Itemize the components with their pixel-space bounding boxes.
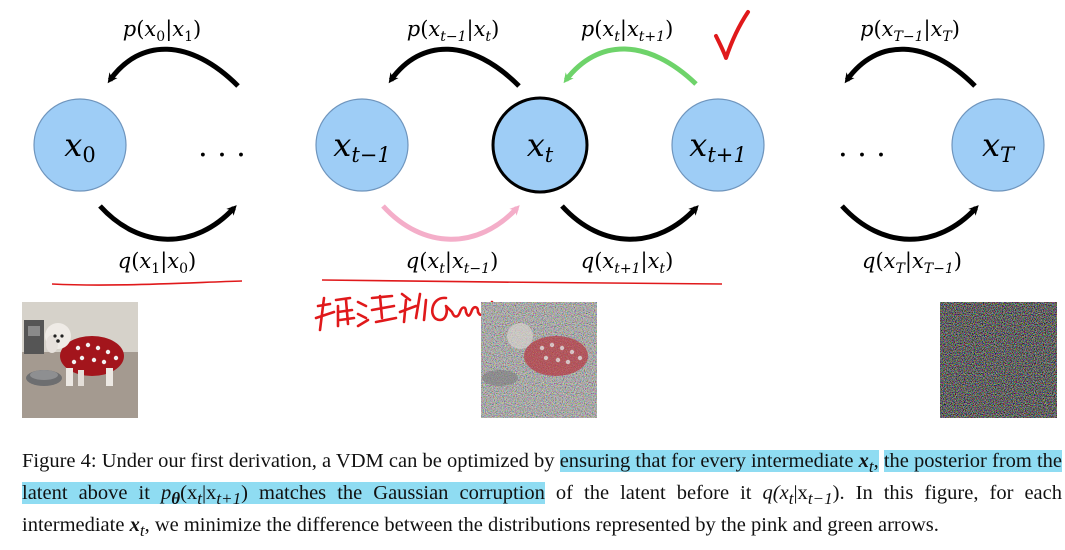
svg-text:xT: xT: [982, 126, 1016, 167]
q-arrow-x0-to-x1: [98, 204, 237, 242]
bottom-label-3: q(xT|xT−1): [862, 249, 962, 277]
caption-prefix: Figure 4: Under our first derivation, a …: [22, 450, 560, 472]
caption-highlight-1: ensuring that for every intermediate xt,: [559, 450, 879, 477]
p-arrow-xt-to-xtm1: [388, 46, 521, 88]
top-label-3: p(xT−1|xT): [860, 17, 960, 45]
p-arrow-x1-to-x0: [107, 46, 240, 88]
node-xtp1: xt+1: [671, 98, 765, 192]
p-arrow-xT-to-xTm1: [844, 46, 977, 88]
top-label-0: p(x0|x1): [123, 17, 201, 45]
clean-dog-image: [22, 302, 138, 418]
svg-text:x0: x0: [64, 126, 95, 167]
ellipsis-right: · · ·: [838, 138, 886, 173]
bottom-label-1: q(xt|xt−1): [406, 249, 499, 277]
vdm-diagram: x0 · · · xt−1 xt xt+1 · · · xT p(x0|x1) …: [22, 10, 1057, 418]
node-xT: xT: [951, 98, 1045, 192]
q-arrow-xt-to-xtp1: [560, 204, 699, 242]
figure-caption: Figure 4: Under our first derivation, a …: [22, 450, 1063, 541]
node-xt: xt: [491, 96, 589, 194]
bottom-label-0: q(x1|x0): [118, 249, 196, 277]
p-arrow-xtp1-to-xt-green: [563, 46, 698, 86]
caption-suffix: In this figure, for each intermediate: [22, 482, 1062, 537]
q-arrow-xTm1-to-xT: [840, 204, 979, 242]
top-label-2: p(xt|xt+1): [581, 17, 674, 45]
noisy-dog-image: [481, 302, 597, 418]
node-xtm1: xt−1: [315, 98, 409, 192]
top-label-1: p(xt−1|xt): [407, 17, 500, 45]
node-x0: x0: [33, 98, 127, 192]
red-checkmark-icon: [714, 10, 750, 60]
svg-text:xt−1: xt−1: [333, 126, 390, 167]
red-underline-middle: [321, 279, 723, 285]
handwritten-note-gaussian: [314, 292, 494, 332]
q-arrow-xtm1-to-xt-pink: [381, 204, 520, 242]
svg-text:xt: xt: [527, 126, 554, 167]
caption-q-expr: q(x: [762, 482, 789, 505]
svg-text:xt+1: xt+1: [689, 126, 746, 167]
caption-middle: of the latent before it: [544, 482, 763, 505]
ellipsis-left: · · ·: [198, 138, 246, 173]
bottom-label-2: q(xt+1|xt): [581, 249, 674, 277]
pure-noise-image: [940, 302, 1057, 418]
red-underline-left: [51, 280, 243, 286]
